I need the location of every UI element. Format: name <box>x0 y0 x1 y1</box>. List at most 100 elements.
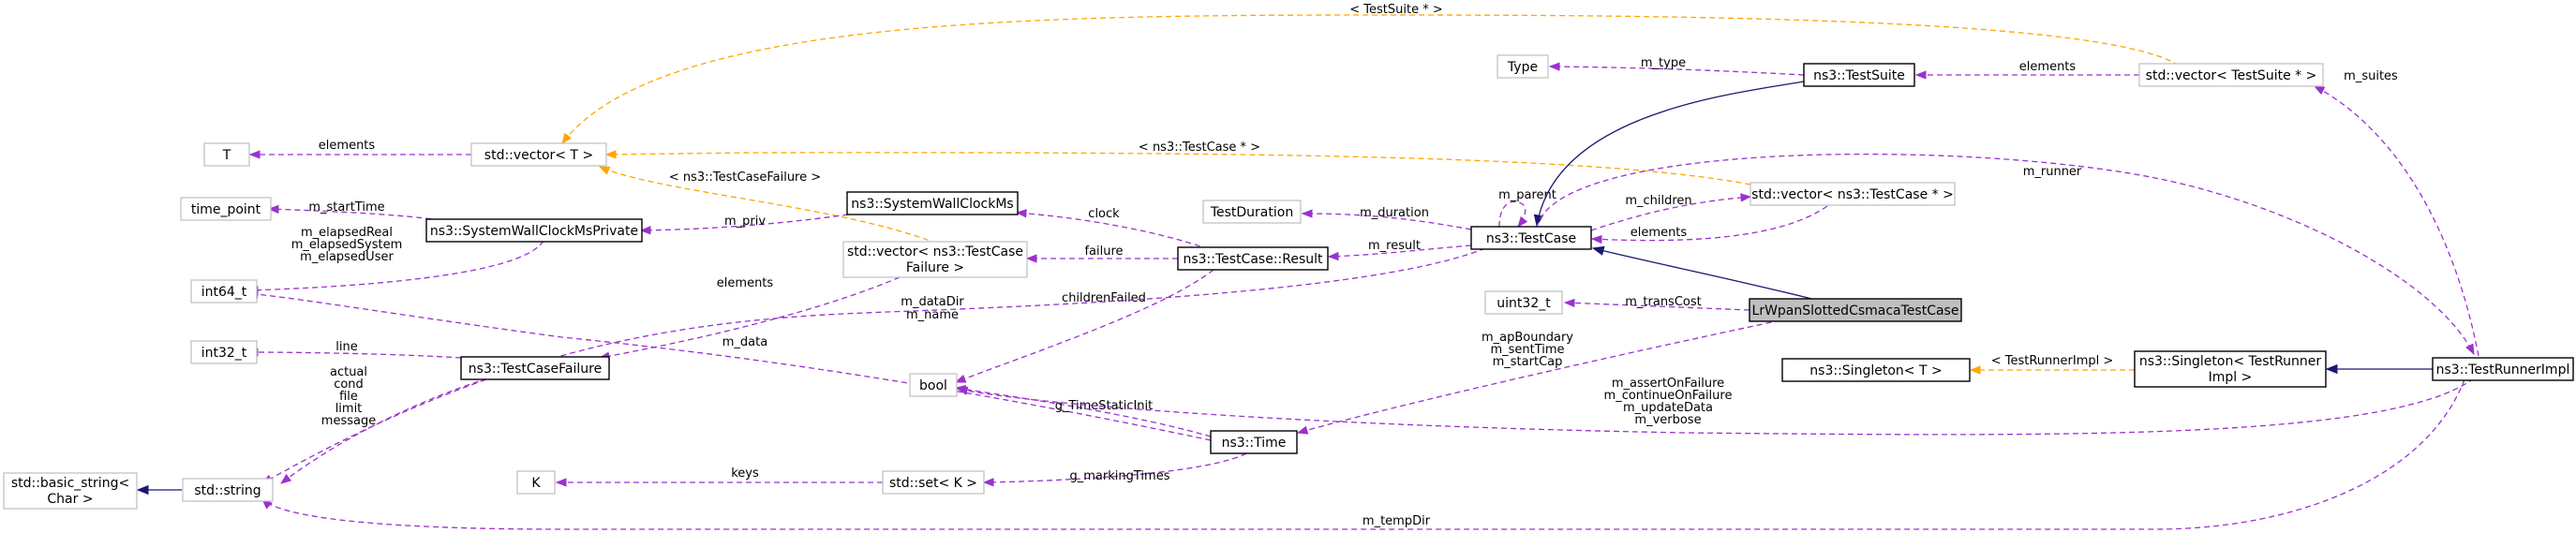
edge-label-children-failed: childrenFailed <box>1062 291 1146 305</box>
svg-text:std::set< K >: std::set< K > <box>889 476 977 491</box>
edge-vector-testsuite-to-vector-t: < TestSuite * > <box>561 3 2180 144</box>
edge-testsuite-to-type: m_type <box>1548 56 1805 76</box>
edge-label-name: m_name <box>906 308 959 322</box>
edge-label-cond: cond <box>334 378 364 392</box>
node-type[interactable]: Type <box>1496 54 1549 79</box>
edge-label-elements-ts: elements <box>2019 60 2077 74</box>
svg-text:ns3::TestCaseFailure: ns3::TestCaseFailure <box>469 362 602 377</box>
node-k[interactable]: K <box>516 470 556 495</box>
svg-text:Char >: Char > <box>47 492 93 507</box>
edge-label-actual: actual <box>330 365 367 379</box>
svg-text:bool: bool <box>919 378 947 393</box>
node-result[interactable]: ns3::TestCase::Result <box>1177 246 1329 271</box>
svg-text:ns3::TestRunnerImpl: ns3::TestRunnerImpl <box>2436 363 2570 378</box>
node-test-suite[interactable]: ns3::TestSuite <box>1803 63 1915 87</box>
svg-text:Type: Type <box>1507 60 1538 75</box>
edge-label-trans-cost: m_transCost <box>1625 295 1702 309</box>
node-bool[interactable]: bool <box>909 373 958 397</box>
node-vector-testsuite[interactable]: std::vector< TestSuite * > <box>2138 63 2324 87</box>
edge-failure-to-int32: line <box>246 340 462 359</box>
edge-label-data-dir: m_dataDir <box>901 295 964 309</box>
edge-label-elapsed-system: m_elapsedSystem <box>291 238 403 252</box>
edge-lrwpan-to-testcase <box>1591 245 1824 303</box>
edge-runner-impl-to-vector-testsuite: m_suites <box>2313 69 2479 357</box>
edge-result-to-bool: childrenFailed <box>954 269 1214 383</box>
svg-text:int64_t: int64_t <box>201 285 247 300</box>
edge-label-elements-failure: elements <box>717 276 774 290</box>
node-vector-t[interactable]: std::vector< T > <box>470 142 607 167</box>
node-set-k[interactable]: std::set< K > <box>882 470 985 495</box>
node-basic-string[interactable]: std::basic_string< Char > <box>3 472 138 510</box>
svg-text:ns3::TestCase::Result: ns3::TestCase::Result <box>1183 252 1323 267</box>
node-swc-private[interactable]: ns3::SystemWallClockMsPrivate <box>425 218 643 243</box>
edge-swc-private-to-int64: m_elapsedReal m_elapsedSystem m_elapsedU… <box>246 226 544 295</box>
edge-lrwpan-to-uint32: m_transCost <box>1563 295 1750 311</box>
svg-text:ns3::Singleton< TestRunner: ns3::Singleton< TestRunner <box>2139 354 2322 369</box>
node-singleton-runner-impl[interactable]: ns3::Singleton< TestRunner Impl > <box>2134 350 2327 388</box>
edge-label-m-priv: m_priv <box>724 215 766 229</box>
edge-testcase-to-runner-impl: m_runner <box>1536 153 2475 356</box>
edge-testcase-to-duration: m_duration <box>1301 206 1472 230</box>
node-vector-failure[interactable]: std::vector< ns3::TestCase Failure > <box>842 241 1028 278</box>
svg-text:TestDuration: TestDuration <box>1210 205 1293 220</box>
edge-label-limit: limit <box>335 402 363 416</box>
edge-label-m-children: m_children <box>1625 194 1691 208</box>
node-vector-testcase[interactable]: std::vector< ns3::TestCase * > <box>1750 182 1956 206</box>
edge-time-to-bool: g_TimeStaticInit <box>954 385 1212 437</box>
edge-label-elapsed-user: m_elapsedUser <box>300 250 394 264</box>
node-uint32[interactable]: uint32_t <box>1484 290 1563 315</box>
edge-label-verbose: m_verbose <box>1634 413 1701 427</box>
svg-text:ns3::SystemWallClockMs: ns3::SystemWallClockMs <box>851 197 1013 212</box>
edge-time-to-int64: m_data <box>246 289 1212 441</box>
node-test-case-failure[interactable]: ns3::TestCaseFailure <box>460 356 610 380</box>
edge-label-testcase-template: < ns3::TestCase * > <box>1139 141 1260 155</box>
edge-label-m-type: m_type <box>1641 56 1686 70</box>
edge-label-continue-on-failure: m_continueOnFailure <box>1604 389 1733 403</box>
svg-text:ns3::Singleton< T >: ns3::Singleton< T > <box>1809 363 1942 378</box>
svg-text:K: K <box>531 476 541 491</box>
edge-result-to-vector-failure: failure <box>1025 244 1178 263</box>
edge-label-message: message <box>321 414 376 428</box>
node-singleton-t[interactable]: ns3::Singleton< T > <box>1781 358 1971 382</box>
edge-testcase-to-string: m_dataDir m_name <box>261 247 1486 484</box>
edge-label-temp-dir: m_tempDir <box>1362 514 1431 528</box>
node-test-runner-impl[interactable]: ns3::TestRunnerImpl <box>2432 357 2574 381</box>
edge-result-to-swc: clock <box>1015 207 1210 250</box>
edge-singleton-runner-to-singleton-t: < TestRunnerImpl > <box>1969 354 2135 375</box>
svg-text:T: T <box>222 148 231 163</box>
svg-text:int32_t: int32_t <box>201 346 247 361</box>
edge-label-marking-times: g_markingTimes <box>1070 469 1170 483</box>
node-test-duration[interactable]: TestDuration <box>1202 200 1302 224</box>
edge-label-update-data: m_updateData <box>1623 401 1713 415</box>
node-test-case[interactable]: ns3::TestCase <box>1470 226 1592 250</box>
edge-lrwpan-to-time: m_apBoundary m_sentTime m_startCap <box>1296 319 1781 435</box>
edge-label-m-suites: m_suites <box>2344 69 2398 83</box>
svg-text:time_point: time_point <box>191 202 261 217</box>
edge-failure-to-string: actual cond file limit message <box>280 365 488 484</box>
node-int64[interactable]: int64_t <box>190 279 258 304</box>
edge-label-elements-tc: elements <box>1630 226 1688 240</box>
node-swc[interactable]: ns3::SystemWallClockMs <box>846 191 1019 215</box>
svg-text:Impl >: Impl > <box>2209 370 2253 385</box>
node-int32[interactable]: int32_t <box>190 340 258 364</box>
edge-label-file: file <box>339 390 358 404</box>
svg-text:std::basic_string<: std::basic_string< <box>11 476 129 491</box>
svg-text:std::vector< ns3::TestCase: std::vector< ns3::TestCase <box>847 244 1023 259</box>
node-time-point[interactable]: time_point <box>180 197 272 221</box>
edge-label-start-cap: m_startCap <box>1493 355 1563 369</box>
edge-set-to-k: keys <box>555 466 883 487</box>
edge-label-sent-time: m_sentTime <box>1490 343 1564 357</box>
edge-label-m-data: m_data <box>722 335 767 349</box>
edge-label-elements-t: elements <box>319 139 376 153</box>
node-time[interactable]: ns3::Time <box>1210 430 1298 454</box>
edge-time-to-set: g_markingTimes <box>982 452 1247 487</box>
node-t[interactable]: T <box>203 142 250 167</box>
edge-runner-impl-to-bool: m_assertOnFailure m_continueOnFailure m_… <box>956 377 2475 436</box>
edge-vector-failure-to-test-case-failure: elements <box>598 276 901 361</box>
svg-text:Failure >: Failure > <box>906 260 964 275</box>
edge-label-m-runner: m_runner <box>2023 165 2082 179</box>
svg-text:ns3::Time: ns3::Time <box>1222 436 1287 451</box>
node-lrwpan-slotted-csmaca-test-case[interactable]: LrWpanSlottedCsmacaTestCase <box>1749 298 1962 322</box>
edge-testsuite-to-testcase <box>1533 81 1805 228</box>
node-std-string[interactable]: std::string <box>182 478 274 502</box>
